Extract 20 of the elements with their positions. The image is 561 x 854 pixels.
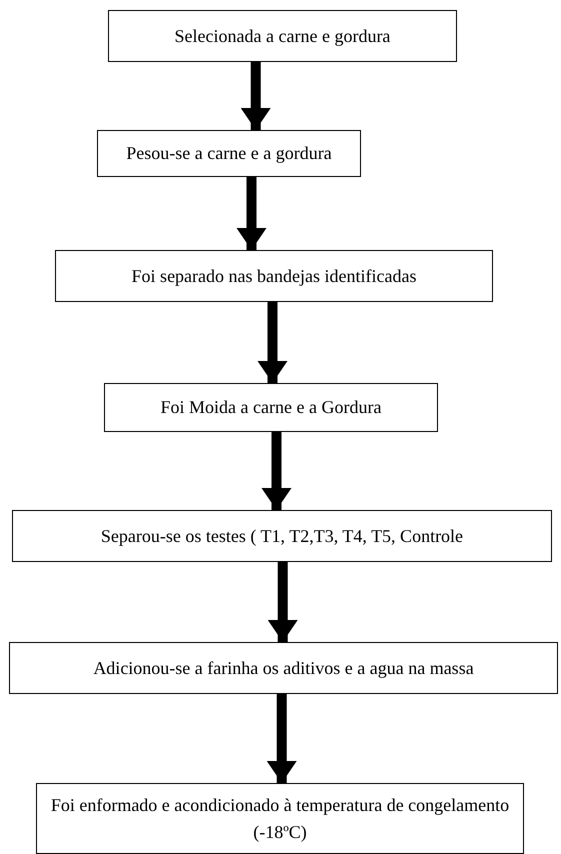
- process-box: [36, 783, 524, 854]
- step-text: Foi Moida a carne e a Gordura: [160, 396, 382, 420]
- process-box: [97, 130, 361, 177]
- arrow: [236, 177, 266, 250]
- arrow: [240, 62, 271, 130]
- process-box: [9, 642, 558, 694]
- process-box: [12, 510, 552, 562]
- arrow: [268, 562, 298, 642]
- process-box: [55, 250, 493, 302]
- step-text: Separou-se os testes ( T1, T2,T3, T4, T5, Controle: [100, 524, 464, 548]
- step-text: Pesou-se a carne e a gordura: [126, 142, 332, 166]
- step-text: Adicionou-se a farinha os aditivos e a agua na massa: [93, 656, 474, 680]
- step-text: Selecionada a carne e gordura: [174, 24, 390, 48]
- arrow: [262, 432, 292, 510]
- step-text: Foi separado nas bandejas identificadas: [132, 264, 416, 288]
- process-box: [108, 10, 457, 62]
- arrow: [266, 694, 297, 783]
- arrow: [258, 302, 288, 383]
- step-text: Foi enformado e acondicionado à temperatura de congelamento (-18ºC): [50, 794, 510, 844]
- process-box: [104, 383, 438, 432]
